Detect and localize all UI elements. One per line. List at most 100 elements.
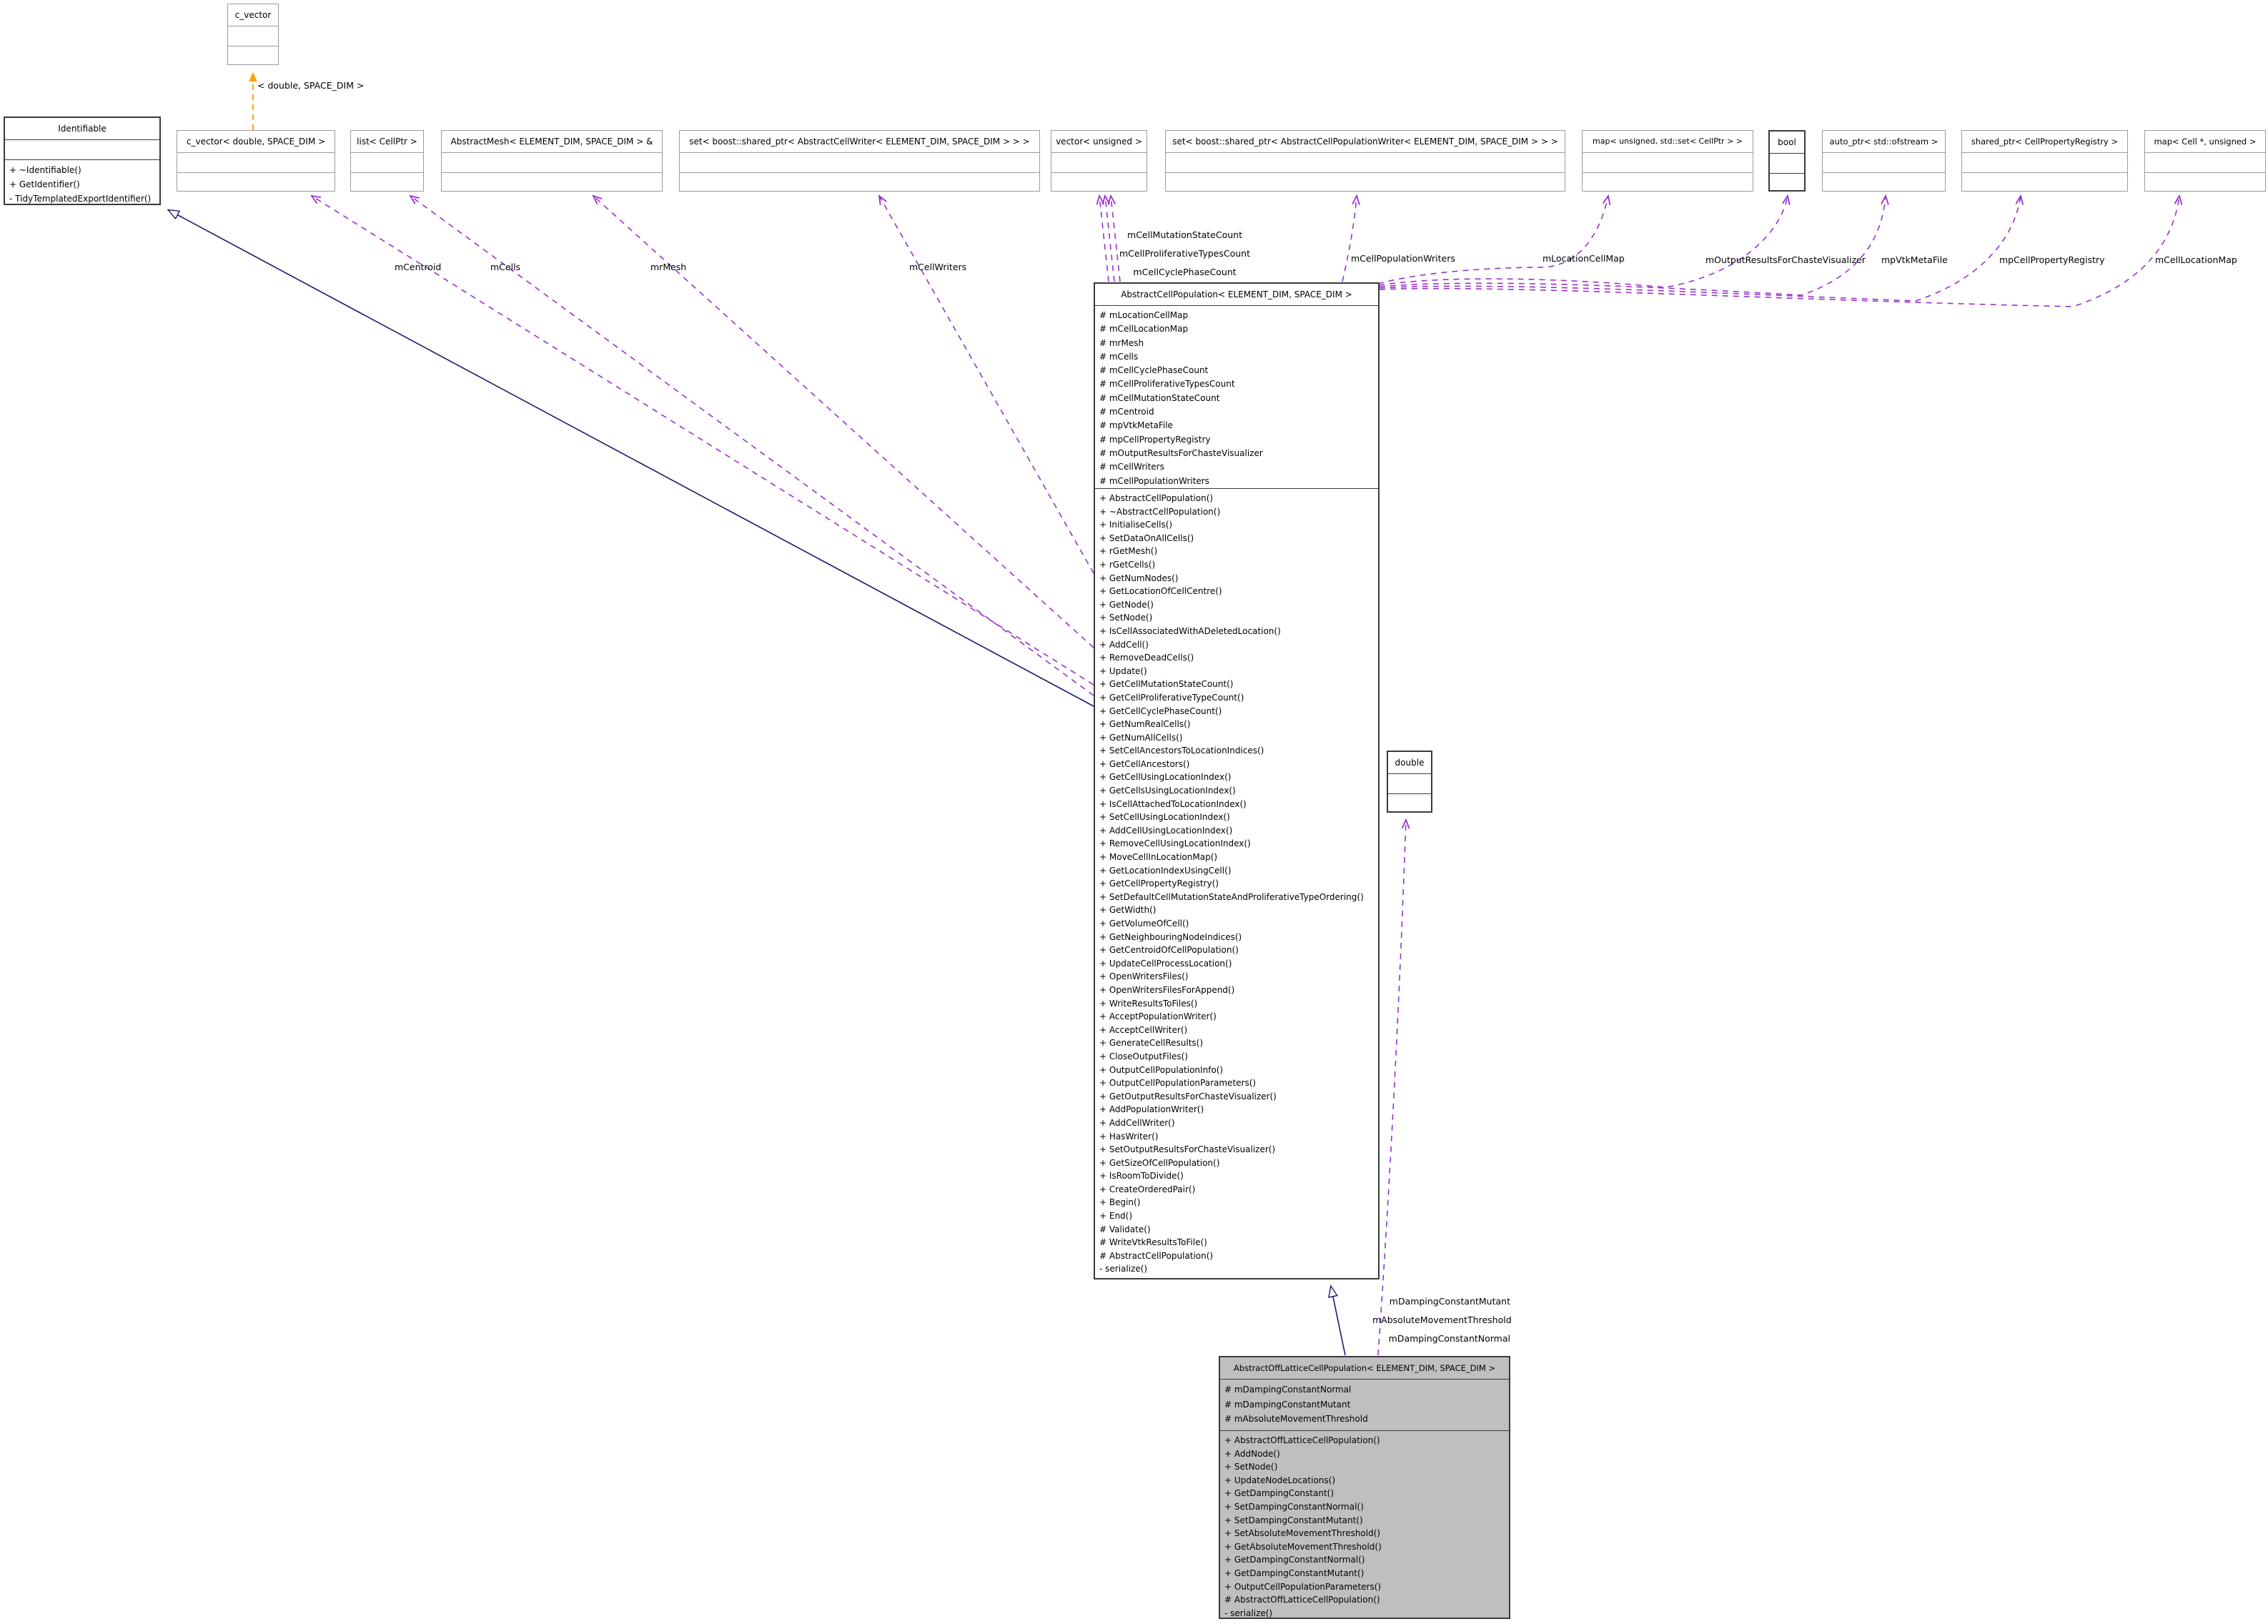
class-box-shared-ptr-registry[interactable]: shared_ptr< CellPropertyRegistry > bbox=[1961, 130, 2128, 192]
member-line: - serialize() bbox=[1099, 1264, 1148, 1274]
class-box-set-cell-writer[interactable]: set< boost::shared_ptr< AbstractCellWrit… bbox=[679, 130, 1040, 192]
member-line: # mCellPopulationWriters bbox=[1099, 475, 1209, 486]
member-line: + GetNumNodes() bbox=[1099, 573, 1179, 583]
edge-mCellCyclePhaseCount bbox=[1107, 194, 1121, 282]
attributes-compartment-empty bbox=[2145, 152, 2265, 172]
edge-label-mDampingConstantNormal: mDampingConstantNormal bbox=[1388, 1333, 1510, 1344]
member-line: # mpVtkMetaFile bbox=[1099, 420, 1173, 431]
attributes-compartment-empty bbox=[1388, 773, 1431, 793]
member-line: # Validate() bbox=[1099, 1224, 1151, 1234]
class-box-list-cellptr[interactable]: list< CellPtr > bbox=[350, 130, 424, 192]
member-line: + AddNode() bbox=[1224, 1448, 1280, 1459]
member-line: + GetCellProliferativeTypeCount() bbox=[1099, 692, 1244, 703]
member-line: + GetIdentifier() bbox=[9, 179, 80, 189]
methods-compartment: + AbstractCellPopulation()+ ~AbstractCel… bbox=[1095, 488, 1378, 1278]
methods-compartment-empty bbox=[351, 172, 423, 192]
member-line: + rGetCells() bbox=[1099, 559, 1156, 570]
member-line: + GetDampingConstant() bbox=[1224, 1488, 1334, 1499]
member-line: + GetLocationOfCellCentre() bbox=[1099, 586, 1222, 597]
member-line: # mCentroid bbox=[1099, 407, 1154, 417]
class-title: map< Cell *, unsigned > bbox=[2154, 137, 2257, 147]
class-box-abstract-mesh[interactable]: AbstractMesh< ELEMENT_DIM, SPACE_DIM > & bbox=[441, 130, 663, 192]
class-title: auto_ptr< std::ofstream > bbox=[1829, 137, 1938, 147]
methods-compartment-empty bbox=[177, 172, 335, 192]
class-title: set< boost::shared_ptr< AbstractCellPopu… bbox=[1172, 137, 1558, 147]
class-box-bool[interactable]: bool bbox=[1768, 130, 1806, 192]
class-title: double bbox=[1395, 758, 1425, 768]
member-line: + AddCellUsingLocationIndex() bbox=[1099, 825, 1233, 836]
member-line: + AbstractCellPopulation() bbox=[1099, 493, 1214, 503]
edge-label-mLocationCellMap: mLocationCellMap bbox=[1542, 253, 1625, 264]
class-title: shared_ptr< CellPropertyRegistry > bbox=[1971, 137, 2119, 147]
class-box-c-vector-double[interactable]: c_vector< double, SPACE_DIM > bbox=[177, 130, 335, 192]
member-line: # mCellLocationMap bbox=[1099, 324, 1189, 335]
class-title: c_vector bbox=[234, 10, 272, 20]
methods-compartment-empty bbox=[228, 46, 278, 66]
methods-compartment-empty bbox=[1823, 172, 1945, 192]
attributes-compartment-empty bbox=[5, 139, 159, 159]
member-line: + SetCellUsingLocationIndex() bbox=[1099, 812, 1230, 823]
methods-compartment: + AbstractOffLatticeCellPopulation()+ Ad… bbox=[1220, 1430, 1509, 1618]
member-line: + GetVolumeOfCell() bbox=[1099, 919, 1189, 929]
member-line: + GetCentroidOfCellPopulation() bbox=[1099, 945, 1239, 956]
edge-inherit-abstractcellpopulation bbox=[1331, 1287, 1346, 1356]
methods-compartment-empty bbox=[2145, 172, 2265, 192]
member-line: # AbstractOffLatticeCellPopulation() bbox=[1224, 1595, 1380, 1605]
attributes-compartment-empty bbox=[1962, 152, 2127, 172]
member-line: + GetLocationIndexUsingCell() bbox=[1099, 865, 1232, 876]
member-line: + End() bbox=[1099, 1211, 1133, 1222]
class-title: Identifiable bbox=[58, 124, 107, 134]
member-line: + SetNode() bbox=[1099, 613, 1153, 623]
class-box-set-population-writer[interactable]: set< boost::shared_ptr< AbstractCellPopu… bbox=[1165, 130, 1565, 192]
class-box-abstract-off-lattice-cell-population[interactable]: AbstractOffLatticeCellPopulation< ELEMEN… bbox=[1219, 1356, 1510, 1619]
attributes-compartment-empty bbox=[1166, 152, 1565, 172]
attributes-compartment: # mLocationCellMap# mCellLocationMap# mr… bbox=[1095, 305, 1378, 488]
class-box-map-unsigned-set[interactable]: map< unsigned, std::set< CellPtr > > bbox=[1582, 130, 1753, 192]
edge-mpVtkMetaFile bbox=[1379, 194, 1889, 296]
member-line: + GetCellAncestors() bbox=[1099, 758, 1190, 769]
member-line: # mAbsoluteMovementThreshold bbox=[1224, 1414, 1368, 1424]
member-line: + Begin() bbox=[1099, 1197, 1141, 1208]
member-line: + GetNumAllCells() bbox=[1099, 732, 1183, 743]
member-line: + GenerateCellResults() bbox=[1099, 1038, 1204, 1049]
class-box-identifiable[interactable]: Identifiable + ~Identifiable() + GetIdent… bbox=[4, 117, 161, 205]
member-line: + ~Identifiable() bbox=[9, 165, 81, 175]
edge-label-mOutputResultsForChasteVisualizer: mOutputResultsForChasteVisualizer bbox=[1705, 254, 1866, 265]
member-line: + OutputCellPopulationParameters() bbox=[1224, 1581, 1382, 1592]
edge-label-derived-double-stack: mDampingConstantMutant mAbsoluteMovement… bbox=[1372, 1292, 1512, 1348]
member-line: + OpenWritersFilesForAppend() bbox=[1099, 984, 1235, 995]
methods-compartment-empty bbox=[1962, 172, 2127, 192]
class-title: map< unsigned, std::set< CellPtr > > bbox=[1593, 137, 1743, 146]
class-title: AbstractCellPopulation< ELEMENT_DIM, SPA… bbox=[1121, 289, 1352, 299]
methods-compartment-empty bbox=[442, 172, 662, 192]
class-box-map-cell-unsigned[interactable]: map< Cell *, unsigned > bbox=[2144, 130, 2266, 192]
edge-mCellPopulationWriters bbox=[1342, 194, 1360, 282]
member-line: + GetCellUsingLocationIndex() bbox=[1099, 772, 1232, 783]
member-line: + GetDampingConstantMutant() bbox=[1224, 1568, 1365, 1578]
edge-label-mCells: mCells bbox=[490, 262, 521, 272]
member-line: # AbstractCellPopulation() bbox=[1099, 1250, 1214, 1261]
member-line: # mpCellPropertyRegistry bbox=[1099, 434, 1211, 445]
class-box-vector-unsigned[interactable]: vector< unsigned > bbox=[1051, 130, 1147, 192]
attributes-compartment-empty bbox=[442, 152, 662, 172]
member-line: + GetNode() bbox=[1099, 599, 1154, 610]
member-line: # mCellProliferativeTypesCount bbox=[1099, 379, 1235, 390]
edge-label-mrMesh: mrMesh bbox=[650, 262, 687, 272]
attributes-compartment-empty bbox=[177, 152, 335, 172]
member-line: + GetAbsoluteMovementThreshold() bbox=[1224, 1541, 1382, 1552]
edge-label-mCellMutationStateCount: mCellMutationStateCount bbox=[1127, 229, 1242, 240]
class-box-double[interactable]: double bbox=[1387, 751, 1432, 813]
methods-compartment: + ~Identifiable()+ GetIdentifier()- Tidy… bbox=[5, 159, 159, 204]
class-box-abstract-cell-population[interactable]: AbstractCellPopulation< ELEMENT_DIM, SPA… bbox=[1094, 282, 1380, 1279]
edge-label-counts-stack: mCellMutationStateCount mCellProliferati… bbox=[1115, 226, 1254, 282]
member-line: - serialize() bbox=[1224, 1608, 1273, 1618]
class-box-c-vector[interactable]: c_vector bbox=[227, 4, 279, 65]
edge-label-mAbsoluteMovementThreshold: mAbsoluteMovementThreshold bbox=[1372, 1314, 1512, 1325]
member-line: + AcceptPopulationWriter() bbox=[1099, 1011, 1217, 1022]
member-line: + AddPopulationWriter() bbox=[1099, 1104, 1204, 1115]
member-line: + SetDefaultCellMutationStateAndProlifer… bbox=[1099, 891, 1364, 902]
class-box-auto-ptr[interactable]: auto_ptr< std::ofstream > bbox=[1822, 130, 1946, 192]
member-line: + OutputCellPopulationInfo() bbox=[1099, 1064, 1224, 1075]
edge-label-mCellCyclePhaseCount: mCellCyclePhaseCount bbox=[1133, 267, 1237, 277]
member-line: + AddCell() bbox=[1099, 639, 1149, 650]
